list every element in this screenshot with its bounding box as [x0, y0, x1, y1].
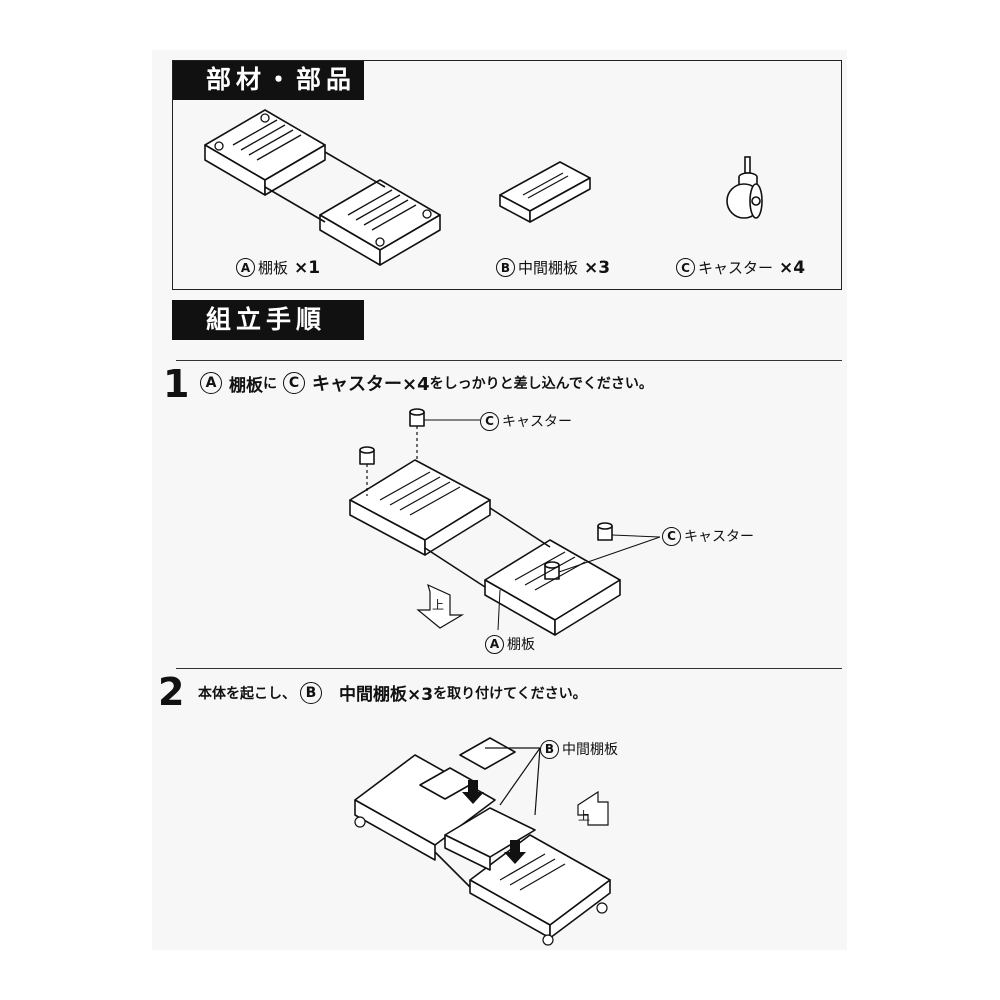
parts-box — [172, 60, 842, 290]
step2-number: 2 — [158, 670, 185, 714]
step1-particle: に — [263, 376, 277, 392]
step1-letter-a: A — [200, 372, 222, 394]
step2-lead: 本体を起こし、 — [198, 685, 296, 702]
step1-callout-shelf-text: 棚板 — [507, 637, 535, 653]
caster-c-illustration — [726, 156, 763, 219]
step1-callout-caster-right-text: キャスター — [684, 529, 754, 545]
step1-up-arrow-label: 上 — [432, 598, 445, 612]
step1-rest-text: をしっかりと差し込んでください。 — [429, 376, 653, 392]
step2-mid-text: 中間棚板×3 — [339, 685, 434, 705]
part-b-label: B 中間棚板 ×3 — [496, 257, 610, 278]
step1-letter-c: C — [283, 372, 305, 394]
part-b-name: 中間棚板 — [518, 259, 579, 277]
part-c-label: C キャスター ×4 — [676, 257, 805, 278]
part-b-letter: B — [496, 258, 515, 277]
step1-callout-caster-top-text: キャスター — [502, 414, 572, 430]
step2-instruction: 本体を起こし、 B 中間棚板×3 を取り付けてください。 — [198, 680, 587, 705]
step2-rest-text: を取り付けてください。 — [433, 685, 587, 702]
step2-callout-mid-letter: B — [540, 739, 559, 759]
step1-instruction: A 棚板 に C キャスター×4 をしっかりと差し込んでください。 — [200, 370, 653, 396]
parts-section-banner: 部材・部品 — [172, 60, 364, 100]
step2-up-arrow-label: 上 — [578, 809, 591, 823]
step2-divider — [176, 668, 842, 669]
part-c-letter: C — [676, 258, 695, 277]
assembly-section-banner: 組立手順 — [172, 300, 364, 340]
step1-illustration — [349, 408, 661, 636]
step1-divider — [176, 360, 842, 361]
step1-callout-caster-right: C キャスター — [662, 526, 754, 546]
step1-callout-caster-right-letter: C — [662, 526, 681, 546]
step1-callout-shelf-letter: A — [485, 634, 504, 654]
part-a-label: A 棚板 ×1 — [236, 257, 320, 278]
middle-shelf-b-illustration — [499, 161, 591, 223]
shelf-a-illustration — [204, 109, 441, 266]
parts-section-title: 部材・部品 — [206, 65, 357, 94]
assembly-section-title: 組立手順 — [206, 305, 327, 334]
step1-callout-caster-top: C キャスター — [480, 411, 572, 431]
step2-illustration — [354, 737, 611, 946]
step2-callout-mid-shelf: B 中間棚板 — [540, 739, 618, 759]
part-a-qty: ×1 — [294, 257, 321, 278]
part-c-qty: ×4 — [779, 257, 806, 278]
step1-callout-shelf: A 棚板 — [485, 634, 535, 654]
part-c-name: キャスター — [698, 259, 774, 277]
step1-number: 1 — [163, 362, 190, 406]
step1-part-a: 棚板 — [229, 375, 263, 396]
step1-callout-caster-top-letter: C — [480, 411, 499, 431]
part-a-name: 棚板 — [258, 259, 289, 277]
step1-caster-text: キャスター×4 — [312, 374, 430, 395]
step2-letter-b: B — [300, 681, 322, 704]
part-a-letter: A — [236, 258, 255, 277]
part-b-qty: ×3 — [584, 257, 611, 278]
step2-callout-mid-text: 中間棚板 — [562, 742, 618, 758]
